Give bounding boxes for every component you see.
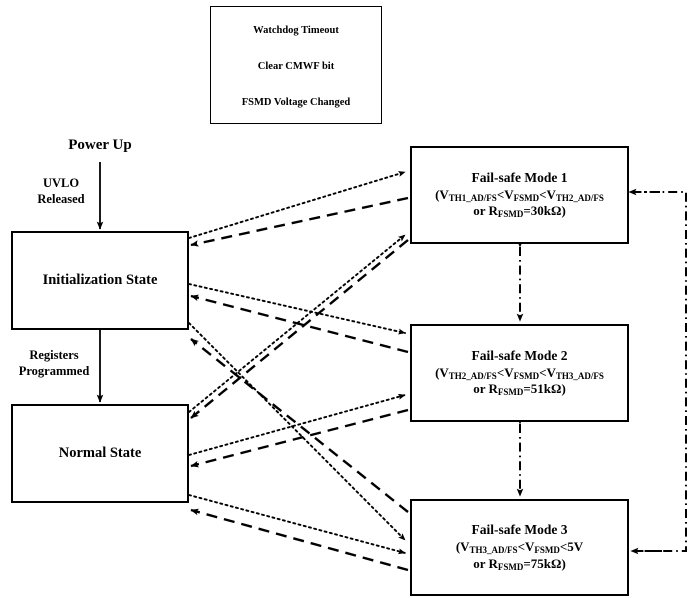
power-up-label: Power Up [68,137,132,153]
sub-rfsmd: FSMD [497,387,524,398]
legend-entry-watchdog: Watchdog Timeout [210,20,382,38]
failsafe-mode-2-condition-line1: (VTH2_AD/FS<VFSMD<VTH3_AD/FS [435,364,604,381]
failsafe-mode-3-title: Fail-safe Mode 3 [471,522,568,538]
failsafe-mode-1-condition-line1: (VTH1_AD/FS<VFSMD<VTH2_AD/FS [435,186,604,203]
edge-cmwf-mode2-to-init [190,294,409,354]
legend-label-watchdog: Watchdog Timeout [250,25,342,36]
edge-cmwf-mode2-to-normal [190,408,409,468]
failsafe-mode-3-condition-line2: or RFSMD=75kΩ) [473,555,566,572]
registers-line2: Programmed [18,363,90,378]
sub-rfsmd: FSMD [497,561,524,572]
state-node-normal[interactable]: Normal State [11,404,189,503]
edge-watchdog-init-to-mode2 [188,283,406,335]
failsafe-mode-2-title: Fail-safe Mode 2 [471,347,568,363]
uvlo-released-label: UVLO Released [22,176,100,207]
failsafe-mode-3-condition-line1: (VTH3_AD/FS<VFSMD<5V [455,539,584,556]
edge-watchdog-normal-to-mode2 [188,393,406,456]
sub-th2: TH2_AD/FS [555,192,604,203]
sub-fsmd: FSMD [513,192,540,203]
edge-watchdog-init-to-mode3 [188,322,406,541]
sub-th3: TH3_AD/FS [469,545,518,556]
state-node-failsafe-mode-1[interactable]: Fail-safe Mode 1 (VTH1_AD/FS<VFSMD<VTH2_… [410,146,629,244]
uvlo-line2: Released [37,191,85,206]
edge-fsmd-mode3-mode1-loop [631,191,687,552]
state-node-failsafe-mode-2[interactable]: Fail-safe Mode 2 (VTH2_AD/FS<VFSMD<VTH3_… [410,324,629,422]
sub-fsmd: FSMD [534,545,560,556]
sub-th3: TH3_AD/FS [555,370,604,381]
edge-cmwf-mode3-to-init [190,338,409,513]
failsafe-mode-2-condition-line2: or RFSMD=51kΩ) [473,381,566,398]
failsafe-mode-1-condition-line2: or RFSMD=30kΩ) [473,203,566,220]
edge-watchdog-init-to-mode1 [188,171,406,239]
legend-entry-cmwf: Clear CMWF bit [210,56,382,74]
sub-th1: TH1_AD/FS [448,192,497,203]
legend-label-cmwf: Clear CMWF bit [254,61,338,72]
edge-cmwf-mode1-to-normal [190,239,409,419]
failsafe-mode-1-title: Fail-safe Mode 1 [471,169,568,185]
registers-programmed-label: Registers Programmed [8,348,100,379]
sub-rfsmd: FSMD [497,209,524,220]
legend-label-fsmd: FSMD Voltage Changed [238,97,354,108]
registers-line1: Registers [29,348,79,362]
edge-cmwf-mode3-to-normal [190,508,409,572]
edge-watchdog-normal-to-mode3 [188,494,406,555]
sub-fsmd: FSMD [513,370,540,381]
sub-th2: TH2_AD/FS [448,370,497,381]
state-node-initialization[interactable]: Initialization State [11,231,189,330]
state-node-failsafe-mode-3[interactable]: Fail-safe Mode 3 (VTH3_AD/FS<VFSMD<5V or… [410,499,629,596]
state-label-initialization: Initialization State [42,272,158,288]
uvlo-line1: UVLO [42,176,80,190]
edge-cmwf-mode1-to-init [190,196,409,247]
legend-entry-fsmd: FSMD Voltage Changed [210,92,382,110]
state-label-normal: Normal State [58,445,142,461]
